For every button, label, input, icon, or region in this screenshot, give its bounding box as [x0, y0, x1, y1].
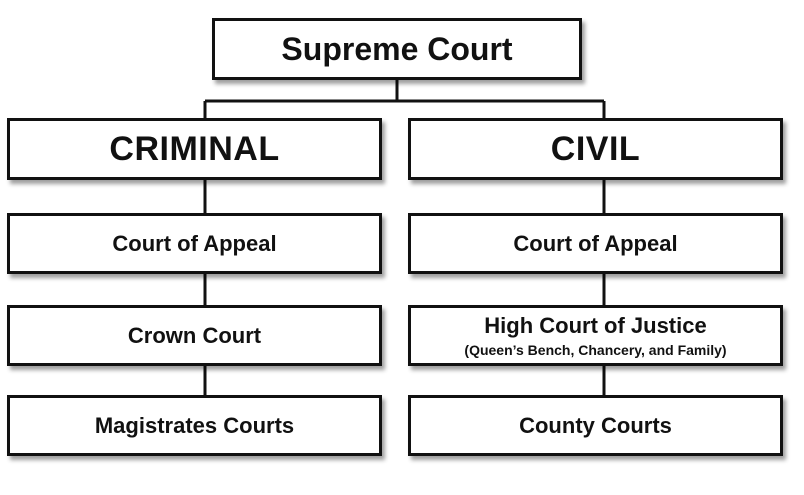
supreme-court-label: Supreme Court	[281, 30, 513, 67]
high-court-divisions-label: (Queen’s Bench, Chancery, and Family)	[464, 342, 727, 358]
magistrates-courts-label: Magistrates Courts	[94, 412, 295, 438]
magistrates-courts-box: Magistrates Courts	[7, 395, 382, 456]
criminal-court-of-appeal-label: Court of Appeal	[112, 230, 277, 256]
criminal-branch-label: CRIMINAL	[109, 129, 280, 168]
civil-branch-label: CIVIL	[550, 129, 641, 168]
criminal-court-of-appeal-box: Court of Appeal	[7, 213, 382, 274]
high-court-of-justice-box: High Court of Justice (Queen’s Bench, Ch…	[408, 305, 783, 366]
civil-court-of-appeal-label: Court of Appeal	[513, 230, 678, 256]
high-court-of-justice-label: High Court of Justice	[484, 313, 707, 338]
supreme-court-box: Supreme Court	[212, 18, 582, 80]
civil-branch-box: CIVIL	[408, 118, 783, 180]
criminal-branch-box: CRIMINAL	[7, 118, 382, 180]
civil-court-of-appeal-box: Court of Appeal	[408, 213, 783, 274]
crown-court-box: Crown Court	[7, 305, 382, 366]
crown-court-label: Crown Court	[127, 322, 262, 348]
county-courts-box: County Courts	[408, 395, 783, 456]
county-courts-label: County Courts	[519, 412, 672, 438]
